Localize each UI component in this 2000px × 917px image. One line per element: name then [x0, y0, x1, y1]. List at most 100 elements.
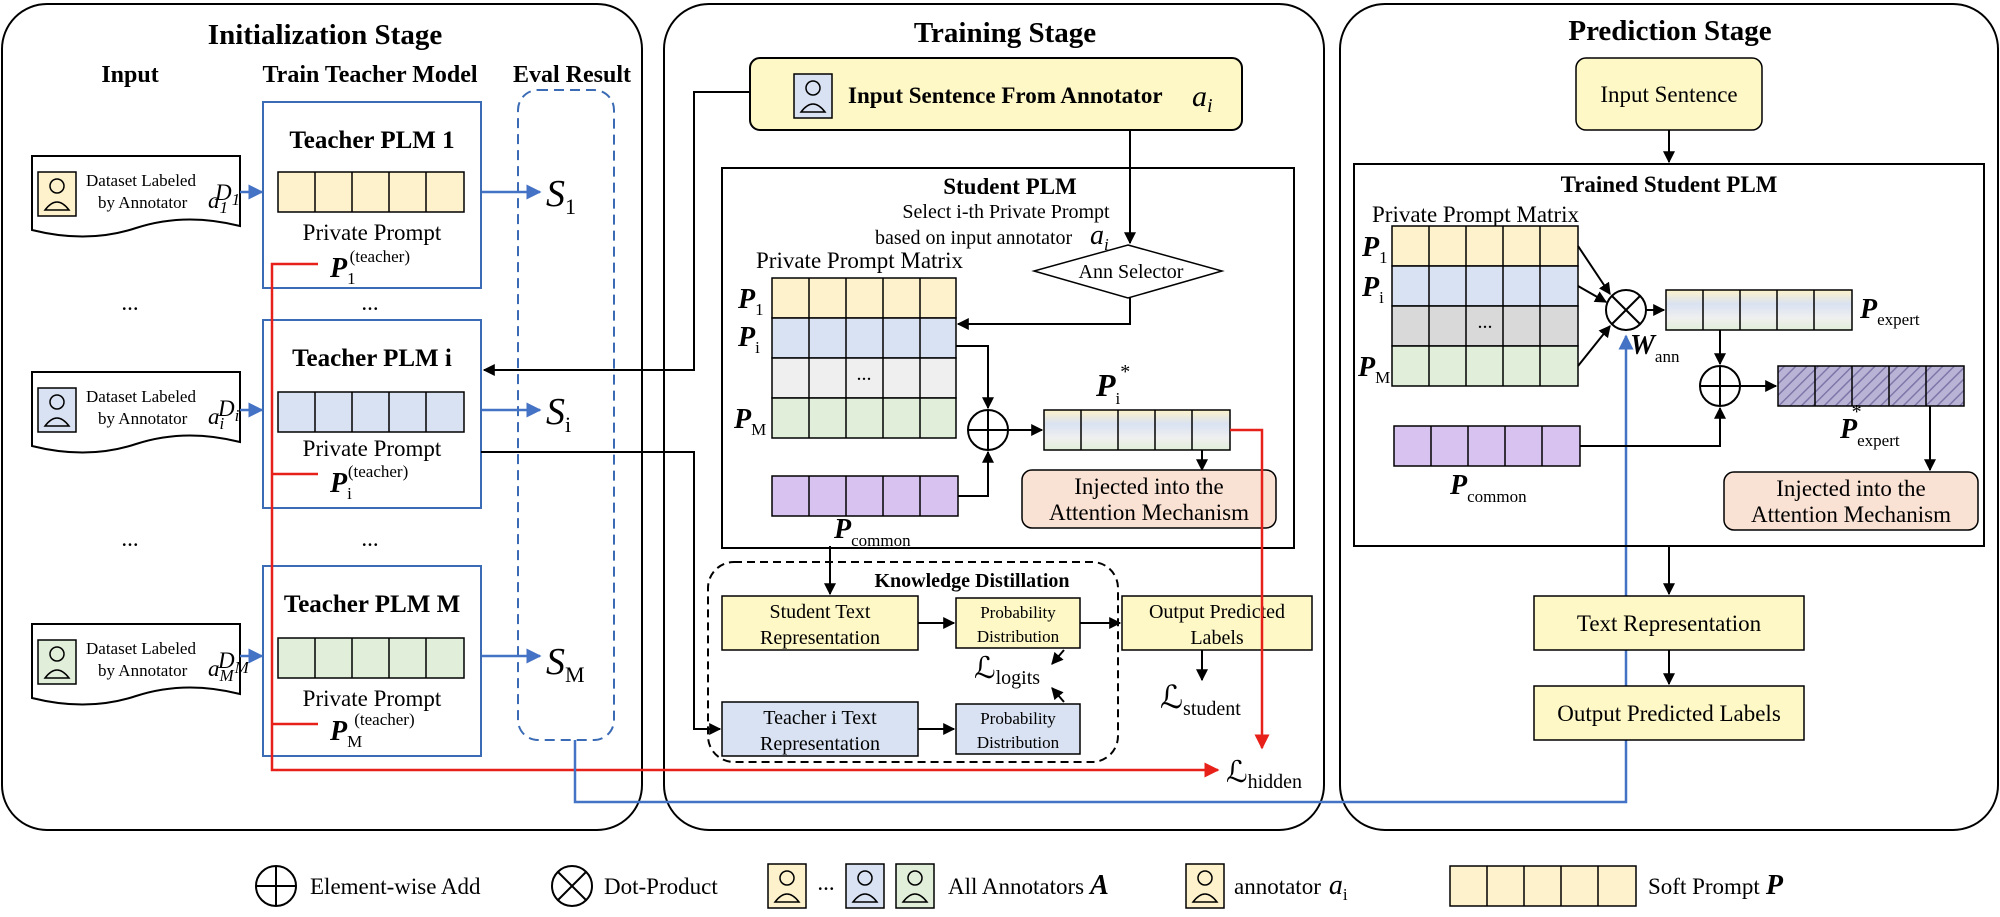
- teacher-text-line2: Representation: [760, 733, 880, 755]
- teacher-plm-1: Teacher PLM 1 Private Prompt P1(teacher): [262, 101, 482, 289]
- predict-output-label: Output Predicted Labels: [1557, 701, 1781, 726]
- annotator-symbol: a1: [208, 188, 228, 217]
- teacher-plm-m: Teacher PLM M Private Prompt PM(teacher): [262, 565, 482, 757]
- legend-ellipsis: ...: [817, 870, 834, 895]
- p-star-row: [1043, 409, 1231, 451]
- input-sentence-label: Input Sentence From Annotator: [848, 83, 1163, 108]
- predict-row-pm: PM: [1357, 352, 1390, 387]
- legend-annotator-icons: [767, 863, 935, 909]
- annotator-symbol: ai: [208, 404, 225, 433]
- arrow-student-prob-to-logits: [1051, 649, 1065, 665]
- w-ann-label: Wann: [1630, 330, 1680, 366]
- student-prob-line1: Probability: [980, 603, 1056, 622]
- predict-input-label: Input Sentence: [1600, 82, 1737, 107]
- predict-prompt-matrix: [1391, 225, 1579, 387]
- output-line1: Output Predicted: [1149, 601, 1285, 623]
- matrix-ellipsis: ...: [857, 363, 872, 385]
- arrow-common-to-add: [958, 450, 994, 497]
- private-prompt-label: Private Prompt: [303, 436, 442, 461]
- loss-hidden: ℒhidden: [1226, 756, 1302, 793]
- row-label-pm: PM: [733, 404, 766, 439]
- ann-selector: [1031, 244, 1225, 299]
- predict-injected-line2: Attention Mechanism: [1751, 502, 1951, 527]
- dataset-line1: Dataset Labeled: [86, 171, 196, 190]
- s-score-i: Si: [546, 391, 571, 437]
- arrow-pi-to-dot: [1577, 285, 1608, 303]
- arrow-teacher-i-to-kd: [481, 451, 722, 735]
- ann-selector-label: Ann Selector: [1079, 261, 1184, 283]
- dataset-symbol: Di: [217, 396, 240, 425]
- p-star-label: Pi*: [1095, 361, 1130, 408]
- teacher-plm-i: Teacher PLM i Private Prompt Pi(teacher): [262, 319, 482, 509]
- teacher-title: Teacher PLM i: [292, 345, 452, 372]
- loss-student: ℒstudent: [1160, 679, 1241, 720]
- s-score-m: SM: [546, 641, 585, 687]
- predict-stage-title: Prediction Stage: [1568, 15, 1771, 47]
- p-teacher-symbol: Pi(teacher): [329, 462, 408, 503]
- train-prompt-matrix: [771, 277, 957, 439]
- private-prompt-label: Private Prompt: [303, 686, 442, 711]
- train-injected-line2: Attention Mechanism: [1049, 500, 1249, 525]
- prompt-row: [277, 391, 465, 433]
- dataset-line2: by Annotator: [98, 193, 188, 212]
- predict-text-repr-label: Text Representation: [1577, 611, 1762, 636]
- p-expert-star-row: [1777, 365, 1965, 407]
- row-label-p1: P1: [737, 284, 764, 319]
- predict-p-common-label: Pcommon: [1449, 470, 1527, 506]
- eval-column-header: Eval Result: [513, 62, 631, 88]
- predict-matrix-ellipsis: ...: [1478, 311, 1493, 333]
- knowledge-distillation-box: [707, 561, 1119, 763]
- arrow-common-to-predict-add: [1580, 406, 1726, 447]
- teacher-prob-line2: Distribution: [977, 733, 1060, 752]
- prompt-row: [277, 637, 465, 679]
- p-teacher-symbol: PM(teacher): [329, 710, 415, 751]
- row-label-pi: Pi: [737, 322, 760, 357]
- dataset-line2: by Annotator: [98, 409, 188, 428]
- ellipsis-init-2a: ...: [121, 526, 138, 551]
- select-line2: based on input annotator: [875, 227, 1073, 249]
- teacher-title: Teacher PLM 1: [289, 127, 454, 154]
- s-score-1: S1: [546, 173, 576, 219]
- select-annotator-symbol: ai: [1090, 220, 1109, 254]
- legend-add-label: Element-wise Add: [310, 874, 481, 899]
- predict-matrix-label: Private Prompt Matrix: [1372, 202, 1579, 227]
- dataset-doc-1: Dataset Labeled by Annotator a1 D1: [31, 155, 241, 238]
- dataset-doc-i: Dataset Labeled by Annotator ai Di: [31, 371, 241, 454]
- eval-result-column: [517, 89, 615, 741]
- red-teacher-prompts-to-hidden: [270, 262, 1220, 778]
- blue-eval-to-wann: [573, 334, 1634, 804]
- dataset-line1: Dataset Labeled: [86, 387, 196, 406]
- arrow-p1-to-dot: [1577, 245, 1611, 295]
- red-p-star-to-hidden: [1230, 428, 1270, 750]
- annotator-symbol: aM: [208, 656, 235, 685]
- teacher-title: Teacher PLM M: [284, 591, 460, 618]
- prompt-row: [277, 171, 465, 213]
- output-line2: Labels: [1190, 627, 1244, 649]
- p-expert-star-label: Pexpert*: [1839, 401, 1900, 450]
- predict-common-row: [1393, 425, 1581, 467]
- train-injected-box: [1021, 469, 1277, 529]
- legend: Element-wise Add Dot-Product ... All Ann…: [255, 863, 1784, 909]
- private-prompt-label: Private Prompt: [303, 220, 442, 245]
- arrow-selector-to-matrix: [956, 298, 1131, 330]
- legend-single-annotator-icon: [1185, 863, 1225, 909]
- train-injected-line1: Injected into the: [1074, 474, 1223, 499]
- predict-output-box: [1533, 685, 1805, 741]
- input-annotator-symbol: ai: [1192, 80, 1213, 117]
- legend-dot-label: Dot-Product: [604, 874, 718, 899]
- student-text-line1: Student Text: [769, 601, 870, 623]
- arrow-input-to-teacher-i: [482, 91, 750, 376]
- arrow-row-i-to-add: [956, 345, 994, 410]
- input-sentence-box: Input Sentence From Annotator ai: [749, 57, 1243, 131]
- predict-stage-frame: [1339, 3, 1999, 831]
- common-prompt-row: [771, 475, 959, 517]
- predict-injected-box: [1723, 471, 1979, 531]
- dataset-doc-m: Dataset Labeled by Annotator aM DM: [31, 623, 250, 706]
- legend-soft-prompt-icon: [1449, 865, 1637, 907]
- train-stage-title: Training Stage: [914, 17, 1096, 49]
- student-prob-line2: Distribution: [977, 627, 1060, 646]
- output-labels-box: [1121, 595, 1313, 651]
- kd-title: Knowledge Distillation: [874, 570, 1069, 592]
